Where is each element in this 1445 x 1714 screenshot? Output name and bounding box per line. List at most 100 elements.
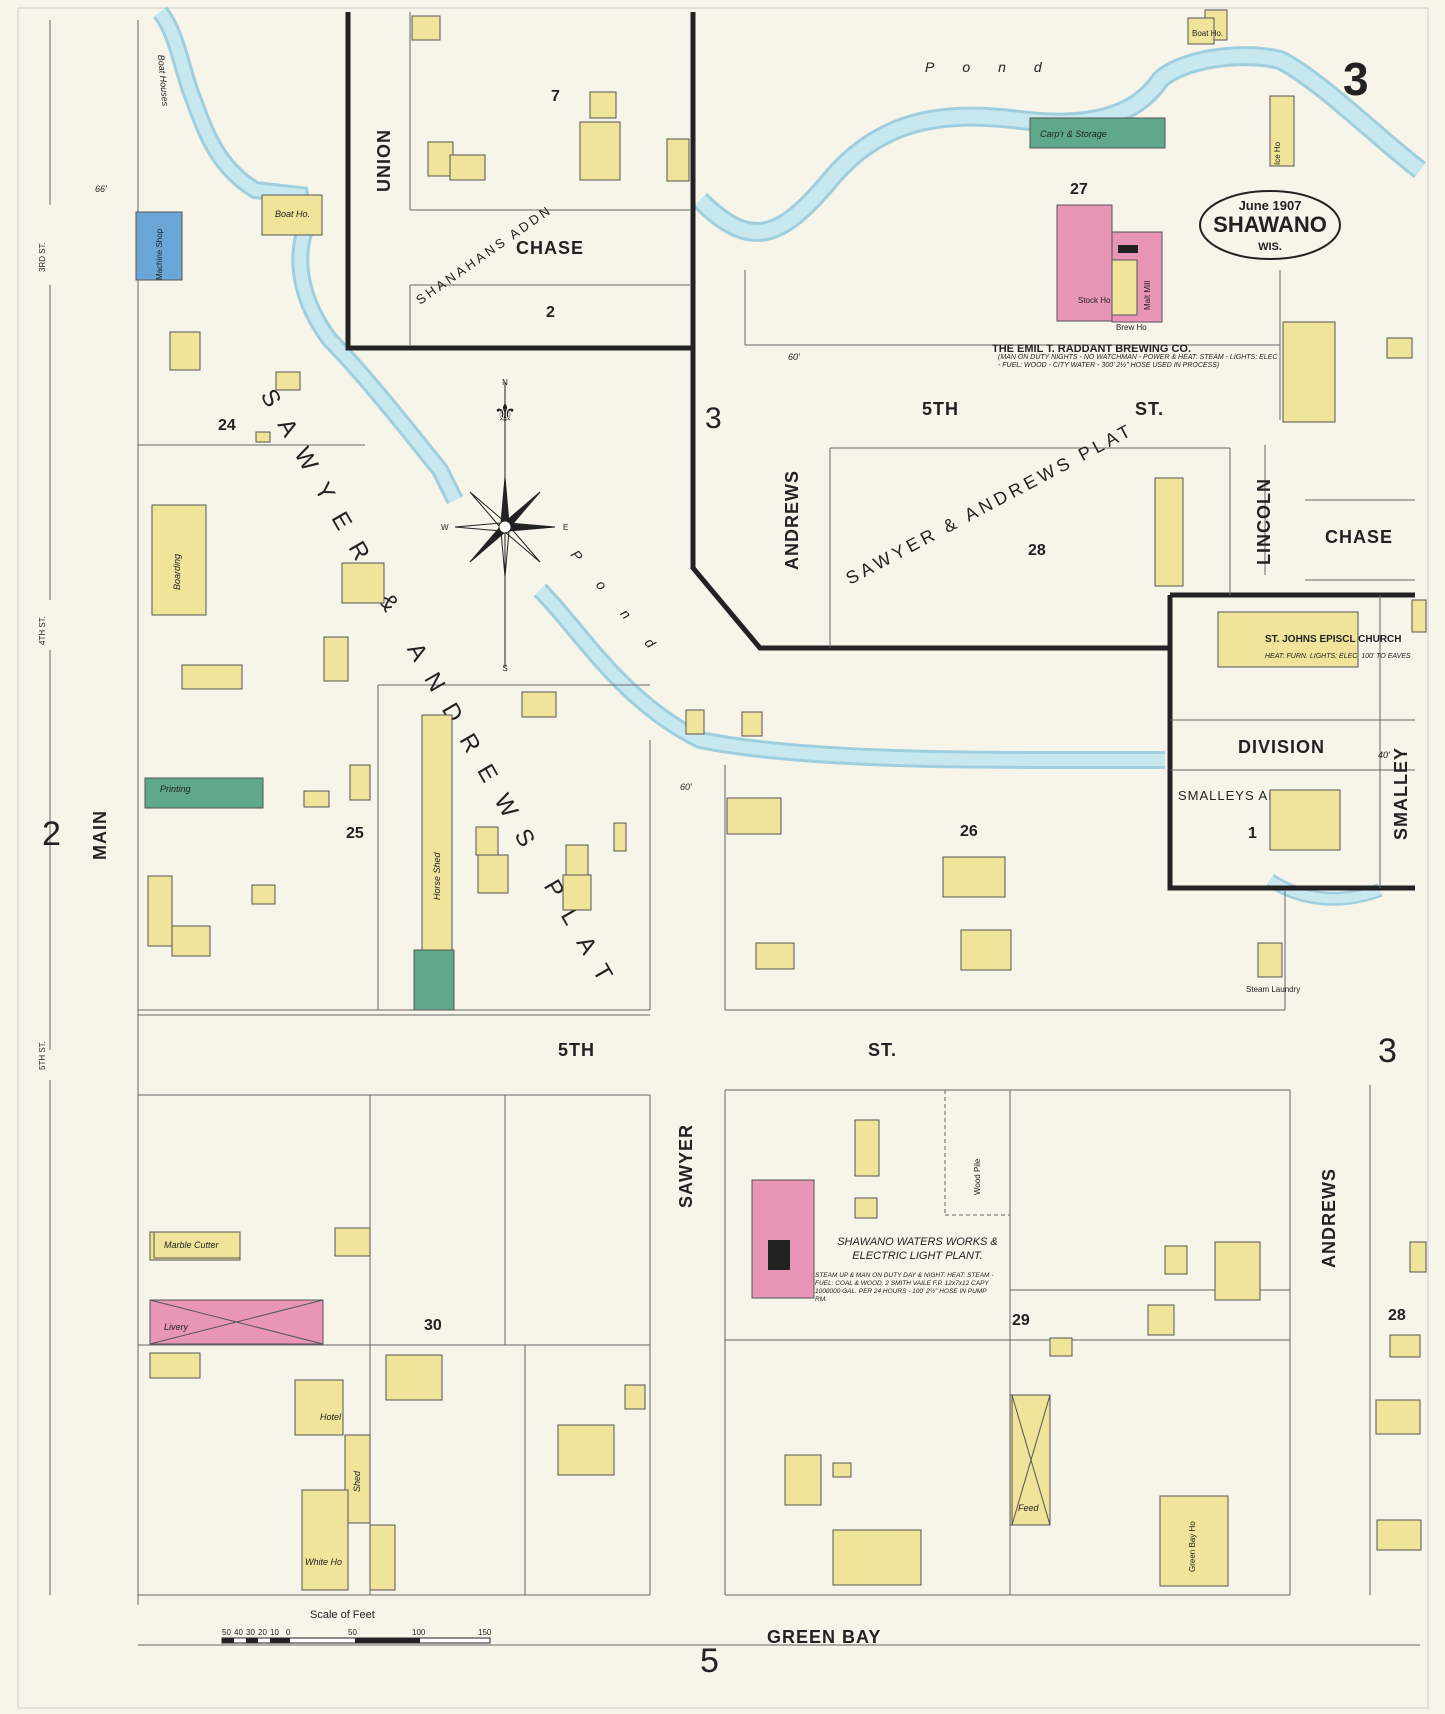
dwelling [666,138,690,182]
title-cartouche: June 1907 SHAWANO WIS. [1199,190,1341,260]
horse-shed [421,714,453,951]
dwelling [449,154,486,181]
scale-tick-10: 10 [270,1628,279,1637]
adjoining-sheet-2: 2 [42,815,61,853]
street-labels: MAIN 3RD ST. 4TH ST. 5TH ST. 5TH ST. 5TH… [38,129,1411,1647]
brewery-name: THE EMIL T. RADDANT BREWING CO. [992,343,1191,355]
block-26: 26 [960,823,978,840]
horse-shed-label: Horse Shed [432,851,442,900]
dwelling [1159,1495,1229,1587]
dim-40: 40' [1378,750,1390,760]
dwelling [303,790,330,808]
dwelling [275,371,301,391]
dwelling [385,1354,443,1401]
waterworks-building [751,1179,815,1299]
boarding-label: Boarding [172,554,182,590]
dwelling [1389,1334,1421,1358]
waterworks-note: STEAM UP & MAN ON DUTY DAY & NIGHT. HEAT… [815,1272,994,1303]
feed-label: Feed [1018,1503,1040,1513]
boarding-house [151,504,207,616]
dwelling [960,929,1012,971]
white-house-label: White Ho [305,1557,342,1567]
street-3rd: 3RD ST. [38,242,47,272]
dwelling [624,1384,646,1410]
dwelling [411,15,441,41]
dwelling [942,856,1006,898]
stock-house-label: Stock Ho [1078,296,1111,305]
dwelling [1147,1304,1175,1336]
town-name: SHAWANO [1213,212,1327,237]
dwelling [344,1434,371,1524]
adjoining-sheets: 2 3 3 5 [42,402,1397,1680]
marble-cutter [153,1231,241,1259]
street-division: DIVISION [1238,737,1325,757]
adjoining-sheet-3a: 3 [705,402,722,435]
street-sawyer: SAWYER [676,1124,696,1208]
dwelling [741,711,763,737]
scale-tick-150: 150 [478,1628,492,1637]
scale-tick-30: 30 [246,1628,255,1637]
dwelling [1164,1245,1188,1275]
dwelling [294,1379,344,1436]
dwelling [832,1462,852,1478]
malt-mill-label: Malt Mill [1143,280,1152,310]
scale-tick-40: 40 [234,1628,243,1637]
livery-label: Livery [164,1322,189,1332]
dwelling [1214,1241,1261,1301]
adjoining-sheet-3b: 3 [1378,1032,1397,1070]
dwelling [334,1227,371,1257]
scale-tick-50a: 50 [222,1628,231,1637]
church-note: HEAT: FURN. LIGHTS: ELEC. 100' TO EAVES [1265,653,1411,660]
dwelling [557,1424,615,1476]
dwelling [251,884,276,905]
boiler-icon [768,1240,790,1270]
dwelling [685,709,705,735]
dwelling [1376,1519,1422,1551]
street-chase-right: CHASE [1325,527,1393,547]
block-27: 27 [1070,181,1088,198]
scale-tick-100: 100 [412,1628,426,1637]
street-chase-top: CHASE [516,238,584,258]
dim-60-b: 60' [680,782,692,792]
block-28b: 28 [1388,1307,1406,1324]
street-5th-mid-st: ST. [868,1040,897,1060]
dwelling [171,925,211,957]
dwelling [755,942,795,970]
street-5th-top-st: ST. [1135,399,1164,419]
dwelling [1269,95,1295,167]
dwelling [1217,611,1359,668]
block-25: 25 [346,825,364,842]
compass-w: W [441,523,449,532]
compass-rose: N S E W ⚜ [441,378,568,673]
dwelling [349,764,371,801]
waterworks-note-box: STEAM UP & MAN ON DUTY DAY & NIGHT. HEAT… [815,1272,994,1303]
brew-house-label: Brew Ho [1116,323,1147,332]
boat-house-2 [1187,17,1215,45]
dwelling [181,664,243,690]
dwelling [854,1119,880,1177]
carpenter-storage [1029,117,1166,149]
street-union: UNION [374,129,394,192]
dwelling [255,431,271,443]
street-andrews-lower: ANDREWS [1319,1168,1339,1268]
state-name: WIS. [1258,241,1282,253]
dim-60-a: 60' [788,352,800,362]
green-bay-house-label: Green Bay Ho [1188,1521,1197,1572]
brewery-complex: Stock Ho Brew Ho Malt Mill THE EMIL T. R… [992,204,1277,369]
street-main: MAIN [90,810,110,860]
street-andrews-upper: ANDREWS [782,470,802,570]
church-name: ST. JOHNS EPISCL CHURCH [1265,634,1402,645]
street-green-bay: GREEN BAY [767,1627,881,1647]
dwelling [854,1197,878,1219]
dwelling [1269,789,1341,851]
dimensions: 66' 60' 60' 40' [95,184,1390,792]
boat-houses-label: Boat Houses [156,54,170,107]
printing-shop [144,777,264,809]
dim-66: 66' [95,184,107,194]
block-30: 30 [424,1317,442,1334]
block-numbers: 24 25 26 27 28 28 29 30 7 2 1 [218,88,1406,1334]
compass-e: E [563,523,568,532]
dwelling [1411,599,1427,633]
shed-label: Shed [352,1470,362,1492]
